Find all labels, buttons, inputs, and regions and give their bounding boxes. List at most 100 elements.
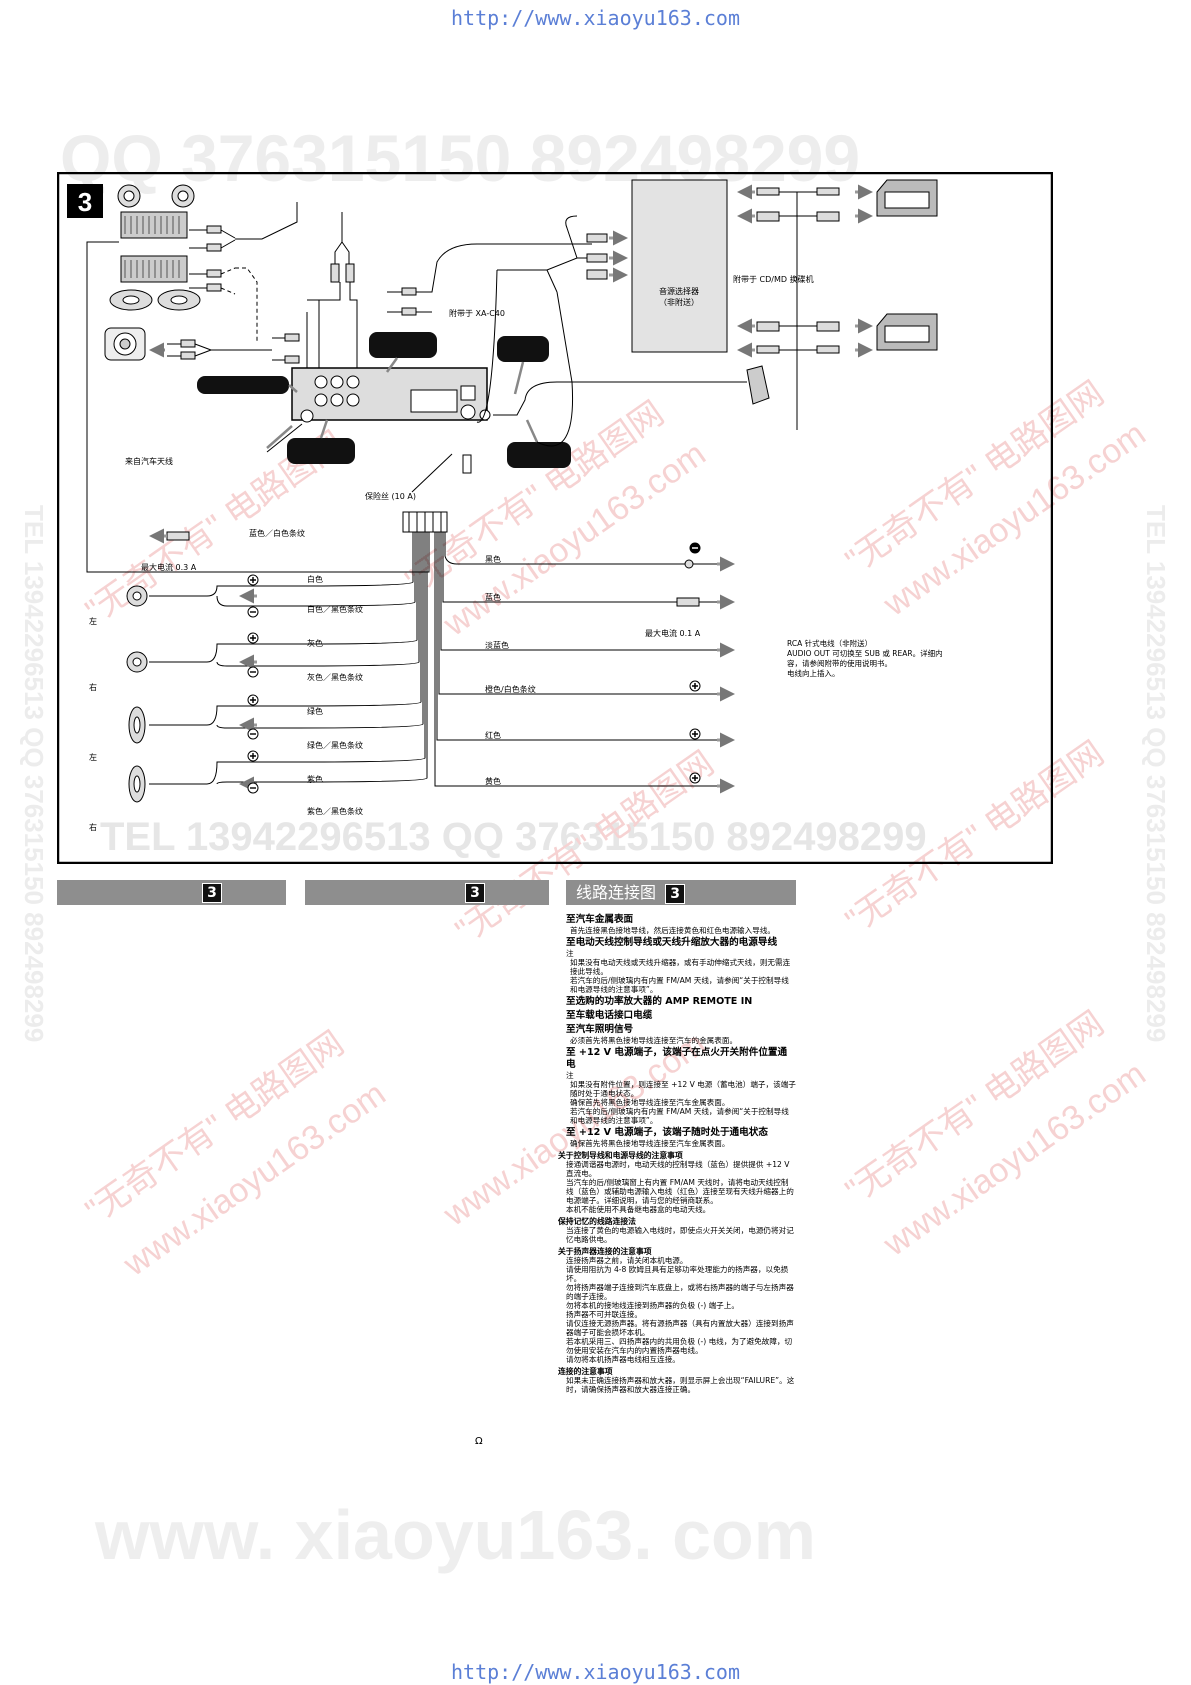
amplifier-2 (120, 255, 188, 283)
fuse (462, 454, 472, 474)
speaker-rear-right (128, 765, 146, 803)
note-text: 如果未正确连接扬声器和放大器，则显示屏上会出现“FAILURE”。这时，请确保扬… (566, 1376, 795, 1394)
selector-arrows (609, 230, 628, 283)
cd-changer-2 (876, 313, 938, 351)
wire-label-light-blue: 淡蓝色 (485, 640, 509, 650)
note-text: 勿将扬声器端子连接到汽车底盘上，或将右扬声器的端子与左扬声器的端子连接。 (566, 1283, 794, 1301)
watermark-tel-row: TEL 13942296513 QQ 376315150 892498299 (100, 815, 927, 859)
amplifier-1 (120, 211, 188, 239)
remote-cable (493, 381, 747, 416)
note-text: 如果没有附件位置，则连接至 +12 V 电源（蓄电池）端子，该端子随时处于通电状… (570, 1080, 796, 1098)
note-text: 首先连接黑色接地导线，然后连接黄色和红色电源输入导线。 (570, 926, 776, 935)
cd-changer-1 (876, 179, 938, 217)
callout-arrows (266, 357, 539, 449)
note-label: 注 (566, 1071, 574, 1080)
polarity-markers-left (247, 574, 259, 794)
bottom-url[interactable]: http://www.xiaoyu163.com (451, 1660, 740, 1684)
section-header-2: 3 (305, 880, 549, 905)
polarity-signs-left (250, 577, 256, 789)
note-text: 请仅连接无源扬声器。将有源扬声器（具有内置放大器）连接到扬声器端子可能会损坏本机… (566, 1319, 794, 1337)
speaker-rear-left (128, 706, 146, 744)
selector-cables (476, 215, 608, 447)
note-text: 当连接了黄色的电源输入电线时，即使点火开关关闭，电源仍将对记忆电路供电。 (566, 1226, 794, 1244)
note-text: 若汽车的后/侧玻璃内有内置 FM/AM 天线，请参阅“关于控制导线和电源导线的注… (570, 1107, 789, 1125)
fuse-label: 保险丝 (10 A) (365, 491, 416, 501)
wiring-diagram: 3 (57, 172, 1053, 864)
note-text: 确保首先将黑色接地导线连接至汽车金属表面。 (570, 1139, 730, 1148)
note-heading-5: 至汽车照明信号 (566, 1024, 634, 1035)
wire-label-blue-white: 蓝色／白色条纹 (249, 528, 305, 538)
section-number-1: 3 (202, 883, 222, 903)
ground-terminal (672, 559, 694, 569)
note-text: 请勿将本机扬声器电线相互连接。 (566, 1355, 680, 1364)
wire-label-red: 红色 (485, 730, 501, 740)
rca-note-line4: 电线向上插入。 (787, 668, 840, 678)
antenna-cable (266, 423, 303, 453)
figure-number: 3 (78, 187, 92, 217)
note-text: 勿将本机的接地线连接到扬声器的负极 (-) 端子上。 (566, 1301, 739, 1310)
head-unit (291, 367, 491, 423)
watermark-vertical-right: TEL 13942296513 QQ 376315150 892498299 (1141, 505, 1171, 1043)
changer-arrows (737, 184, 873, 358)
note-heading-3: 至选购的功率放大器的 AMP REMOTE IN (566, 996, 753, 1007)
note-heading-1: 至汽车金属表面 (566, 914, 634, 925)
source-selector: 音源选择器 （非附送） (631, 179, 728, 353)
source-selector-sublabel: （非附送） (659, 297, 699, 307)
section-number-3: 3 (665, 883, 686, 904)
section-title-3: 线路连接图 (576, 883, 657, 902)
note-text: 必须首先将黑色接地导线连接至汽车的金属表面。 (570, 1036, 738, 1045)
figure-number-box (67, 184, 103, 218)
xa-c40-label: 附带于 XA-C40 (449, 308, 505, 318)
note-text: 确保首先将黑色接地导线连接至汽车金属表面。 (570, 1098, 730, 1107)
note-text: 连接扬声器之前，请关闭本机电源。 (566, 1256, 688, 1265)
wire-label-green-black: 绿色／黑色条纹 (307, 740, 363, 750)
fuse-pointer (411, 453, 453, 493)
tweeter-speakers (117, 184, 195, 208)
blue-wire-plug (676, 597, 700, 607)
polarity-markers-right (689, 542, 701, 784)
source-selector-label: 音源选择器 (659, 286, 699, 296)
note-text: 若汽车的后/侧玻璃内有内置 FM/AM 天线，请参阅“关于控制导线和电源导线的注… (570, 976, 789, 994)
position-left-front: 左 (89, 616, 97, 626)
section-number-2: 3 (465, 883, 485, 903)
speaker-front-right (126, 651, 148, 673)
subwoofer (104, 327, 146, 361)
note-label: 注 (566, 949, 574, 958)
notes-column: 至汽车金属表面 首先连接黑色接地导线，然后连接黄色和红色电源输入导线。 至电动天… (558, 912, 796, 1394)
wire-label-blue: 蓝色 (485, 592, 501, 602)
changer-cables (756, 187, 840, 430)
position-right-front: 右 (89, 682, 97, 692)
wire-label-purple: 紫色 (307, 774, 323, 784)
subsection-heading-1: 关于控制导线和电源导线的注意事项 (558, 1151, 683, 1160)
subsection-heading-2: 保持记忆的线路连接法 (558, 1217, 636, 1226)
watermark-vertical-left: TEL 13942296513 QQ 376315150 892498299 (19, 505, 49, 1043)
steering-remote (746, 365, 770, 405)
wire-label-black: 黑色 (485, 554, 501, 564)
wire-label-white-black: 白色／黑色条纹 (307, 604, 363, 614)
note-text: 接通调谐器电源时，电动天线的控制导线（蓝色）提供提供 +12 V 直流电。 (566, 1160, 790, 1178)
max-current-03-label: 最大电流 0.3 A (141, 562, 197, 572)
note-heading-7: 至 +12 V 电源端子，该端子随时处于通电状态 (566, 1127, 768, 1138)
polarity-signs-right (692, 547, 698, 781)
wire-label-yellow: 黄色 (485, 776, 501, 786)
note-heading-2: 至电动天线控制导线或天线升缩放大器的电源导线 (566, 937, 778, 948)
speaker-wires (149, 585, 297, 785)
antenna-label: 来自汽车天线 (125, 456, 173, 466)
ohm-symbol: Ω (475, 1436, 483, 1447)
diagram-frame (57, 172, 1053, 864)
watermark-bottom-row: www. xiaoyu163. com (95, 1496, 817, 1574)
position-left-rear: 左 (89, 752, 97, 762)
note-text: 本机不能使用不具备继电器盒的电动天线。 (566, 1205, 711, 1214)
harness-wires (86, 241, 717, 787)
oval-speakers (109, 289, 201, 311)
note-heading-4: 至车载电话接口电缆 (566, 1010, 653, 1021)
section-header-1: 3 (57, 880, 286, 905)
wire-label-orange-white: 橙色/白色条纹 (485, 684, 536, 694)
wire-label-green: 绿色 (307, 706, 323, 716)
note-text: 扬声器不可并联连接。 (566, 1310, 642, 1319)
rca-cables (167, 202, 592, 372)
wire-label-gray-black: 灰色／黑色条纹 (307, 672, 363, 682)
top-url[interactable]: http://www.xiaoyu163.com (451, 6, 740, 30)
note-text: 当汽车的后/侧玻璃窗上有内置 FM/AM 天线时，请将电动天线控制线（蓝色）或辅… (566, 1178, 794, 1205)
note-text: 请使用阻抗为 4-8 欧姆且具有足够功率处理能力的扬声器，以免损坏。 (566, 1265, 789, 1283)
